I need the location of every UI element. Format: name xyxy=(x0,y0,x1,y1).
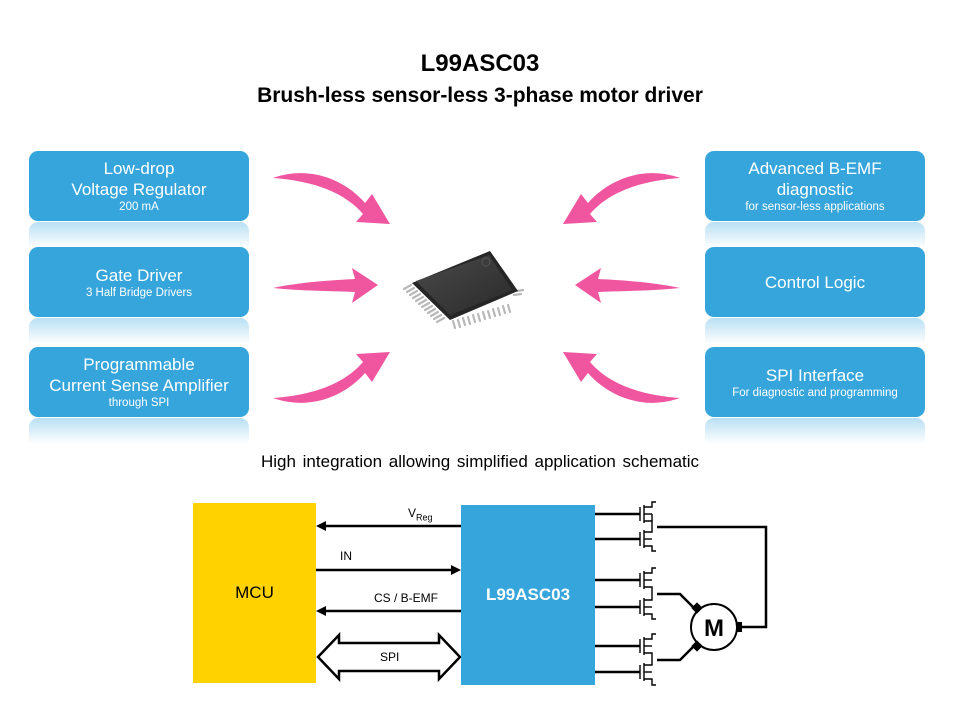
schematic-caption: High integration allowing simplified app… xyxy=(260,452,700,471)
schematic-wires xyxy=(316,512,768,674)
page-subtitle: Brush-less sensor-less 3-phase motor dri… xyxy=(257,84,703,107)
arrowhead-icon xyxy=(316,606,326,616)
arrow-icon xyxy=(273,173,390,224)
feature-title-line: Control Logic xyxy=(764,272,866,292)
mosfets xyxy=(639,501,656,686)
arrow-icon xyxy=(575,268,680,303)
feature-title-line: SPI Interface xyxy=(765,365,865,385)
feature-title-line: Programmable xyxy=(83,355,195,374)
feature-title-line: Voltage Regulator xyxy=(71,180,207,199)
feature-bemf-diagnostic: Advanced B-EMF diagnostic for sensor-les… xyxy=(705,151,925,248)
arrow-icon xyxy=(273,352,390,403)
mosfet-icon xyxy=(639,527,656,552)
arrow-icon xyxy=(563,173,680,224)
mosfet-icon xyxy=(639,501,656,527)
spi-double-arrow-icon xyxy=(316,631,462,683)
feature-control-logic: Control Logic xyxy=(705,247,925,344)
arrowhead-icon xyxy=(316,521,326,531)
chip-icon xyxy=(402,251,525,330)
motor-icon: M xyxy=(690,602,742,652)
signal-vreg: VReg xyxy=(408,506,433,522)
page-title: L99ASC03 xyxy=(420,50,540,77)
feature-current-sense-amplifier: Programmable Current Sense Amplifier thr… xyxy=(29,347,249,444)
feature-title-line: Low-drop xyxy=(103,159,175,178)
feature-gate-driver: Gate Driver 3 Half Bridge Drivers xyxy=(29,247,249,344)
mcu-block: MCU xyxy=(193,503,316,683)
arrowhead-icon xyxy=(451,565,461,575)
chip-pins xyxy=(402,283,525,330)
arrow-icon xyxy=(273,268,378,303)
mosfet-icon xyxy=(639,660,656,686)
mosfet-icon xyxy=(639,633,656,660)
arrow-icon xyxy=(563,352,680,403)
feature-subtext: through SPI xyxy=(108,397,170,409)
feature-subtext: 200 mA xyxy=(119,201,159,213)
mcu-label: MCU xyxy=(235,583,274,602)
feature-subtext: for sensor-less applications xyxy=(745,201,885,213)
feature-subtext: For diagnostic and programming xyxy=(732,386,898,399)
signal-spi: SPI xyxy=(380,650,400,664)
arrows xyxy=(273,173,680,403)
ic-label: L99ASC03 xyxy=(485,585,571,604)
feature-title-line: diagnostic xyxy=(776,180,854,199)
feature-title-line: Current Sense Amplifier xyxy=(49,376,229,395)
signal-in: IN xyxy=(340,549,352,563)
arrowheads xyxy=(316,521,461,616)
mosfet-icon xyxy=(639,594,656,620)
motor-label: M xyxy=(704,615,724,642)
signal-vreg-main: V xyxy=(408,506,417,520)
signal-vreg-subscript: Reg xyxy=(416,512,433,523)
feature-voltage-regulator: Low-drop Voltage Regulator 200 mA xyxy=(29,151,249,248)
ic-block: L99ASC03 xyxy=(461,505,595,685)
feature-title-line: Advanced B-EMF xyxy=(748,159,882,178)
mosfet-icon xyxy=(639,567,656,594)
feature-subtext: 3 Half Bridge Drivers xyxy=(85,286,193,299)
feature-title-line: Gate Driver xyxy=(95,265,183,285)
feature-spi-interface: SPI Interface For diagnostic and program… xyxy=(705,347,925,444)
signal-cs-bemf: CS / B-EMF xyxy=(374,591,439,605)
